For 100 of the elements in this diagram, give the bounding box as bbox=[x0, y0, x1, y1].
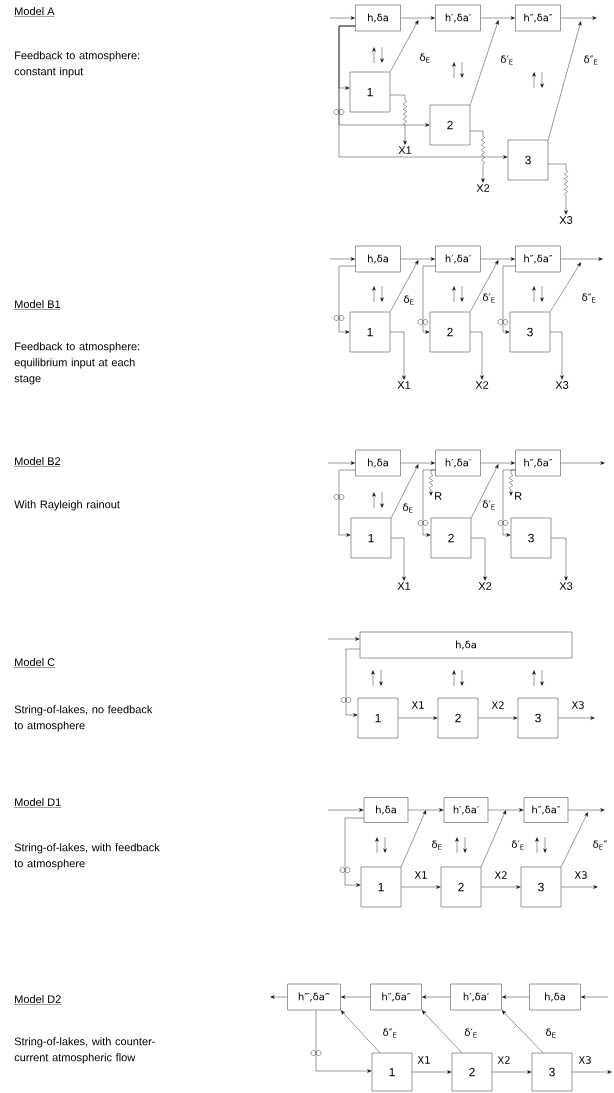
lake-box: 1 bbox=[349, 311, 391, 353]
edge-label: X2 bbox=[496, 1055, 512, 1065]
arrow bbox=[401, 885, 441, 889]
output-label: R bbox=[515, 492, 522, 500]
arrow bbox=[412, 1070, 452, 1074]
edge-label: X1 bbox=[410, 700, 426, 710]
model-title: Model D2 bbox=[14, 995, 62, 1005]
arrow bbox=[391, 464, 419, 518]
arrow bbox=[470, 331, 484, 380]
arrow bbox=[550, 331, 564, 380]
arrow bbox=[480, 257, 515, 261]
edge-label: δ$_{E}$″ bbox=[592, 839, 608, 851]
edge-label: δ′$_{E}$ bbox=[481, 499, 497, 511]
lake-box: 2 bbox=[437, 697, 479, 739]
edge-label: δ′$_{E}$ bbox=[481, 292, 497, 304]
arrow bbox=[390, 260, 419, 312]
arrow bbox=[478, 716, 518, 720]
arrow bbox=[329, 16, 355, 20]
arrow bbox=[401, 810, 426, 867]
edge-label: X3 bbox=[577, 1055, 593, 1065]
model-description: String-of-lakes, with feedback to atmosphere bbox=[14, 843, 160, 870]
arrow bbox=[329, 257, 355, 261]
arrow bbox=[327, 808, 364, 812]
arrow bbox=[501, 1010, 544, 1053]
arrow bbox=[470, 20, 499, 105]
arrow bbox=[480, 461, 515, 465]
model-description: With Rayleigh rainout bbox=[14, 500, 120, 511]
wavy-arrow bbox=[548, 163, 568, 215]
lake-box: 2 bbox=[451, 1052, 493, 1092]
arrow bbox=[341, 995, 371, 999]
atmosphere-box: h′,δa′ bbox=[450, 983, 502, 1011]
arrow bbox=[560, 16, 597, 20]
edge-label: δ$_{E}$ bbox=[403, 294, 415, 306]
edge-label: δ′$_{E}$ bbox=[510, 839, 526, 851]
arrow bbox=[560, 257, 603, 261]
lake-box: 1 bbox=[357, 697, 399, 739]
arrow bbox=[548, 21, 582, 140]
edge-label: δ$_{E}$ bbox=[402, 502, 414, 514]
atmosphere-box: h,δa bbox=[355, 4, 401, 32]
lake-box: 1 bbox=[371, 1052, 413, 1092]
arrow bbox=[391, 537, 406, 581]
lake-box: 3 bbox=[509, 311, 551, 353]
arrow bbox=[551, 537, 568, 581]
model-title: Model C bbox=[14, 657, 56, 668]
edge-label: X1 bbox=[413, 870, 429, 880]
arrow bbox=[471, 537, 487, 581]
arrow bbox=[390, 20, 419, 72]
edge-label: X3 bbox=[570, 700, 586, 710]
arrow bbox=[400, 257, 435, 261]
lake-box: 3 bbox=[517, 697, 559, 739]
arrow bbox=[270, 995, 288, 999]
output-label: X1 bbox=[397, 381, 411, 389]
atmosphere-box: h,δa bbox=[355, 245, 401, 273]
atmosphere-box: h,δa bbox=[355, 449, 401, 477]
atmosphere-box: h‴,δa‴ bbox=[287, 983, 341, 1011]
atmosphere-box: h,δa bbox=[363, 797, 409, 823]
atmosphere-box: h″,δa″ bbox=[515, 245, 561, 273]
arrow bbox=[502, 265, 516, 334]
atmosphere-box: h,δa bbox=[359, 631, 573, 659]
arrow bbox=[561, 885, 598, 889]
output-label: R bbox=[435, 492, 442, 500]
arrow bbox=[502, 995, 530, 999]
arrow bbox=[421, 1010, 463, 1053]
arrow bbox=[398, 716, 438, 720]
lake-box: 1 bbox=[350, 517, 392, 559]
atmosphere-box: h′,δa′ bbox=[443, 797, 489, 823]
arrow bbox=[572, 1070, 612, 1074]
arrow bbox=[422, 265, 436, 334]
output-label: X3 bbox=[555, 381, 569, 389]
arrow bbox=[315, 1010, 372, 1073]
edge-label: X3 bbox=[573, 870, 589, 880]
atmosphere-box: h,δa bbox=[529, 983, 581, 1011]
arrow bbox=[560, 461, 605, 465]
edge-label: δ″$_{E}$ bbox=[581, 292, 597, 304]
arrow bbox=[345, 648, 360, 717]
arrow bbox=[568, 808, 605, 812]
wavy-arrow bbox=[429, 469, 436, 496]
model-title: Model B1 bbox=[14, 299, 61, 310]
edge-label: X2 bbox=[493, 870, 509, 880]
output-label: X1 bbox=[398, 146, 412, 154]
lake-box: 2 bbox=[430, 517, 472, 559]
output-label: X3 bbox=[559, 582, 573, 590]
atmosphere-box: h′,δa′ bbox=[435, 245, 481, 273]
arrow bbox=[390, 331, 406, 380]
wavy-arrow bbox=[390, 94, 407, 145]
output-label: X3 bbox=[559, 216, 573, 224]
atmosphere-box: h″,δa″ bbox=[515, 449, 561, 477]
edge-label: δ$_{E}$ bbox=[545, 1027, 557, 1039]
edge-label: δ′$_{E}$ bbox=[463, 1027, 479, 1039]
atmosphere-box: h″,δa″ bbox=[370, 983, 422, 1011]
model-description: Feedback to atmosphere: equilibrium input at each stage bbox=[14, 342, 140, 385]
lake-box: 1 bbox=[349, 71, 391, 113]
arrow bbox=[400, 461, 435, 465]
arrow bbox=[344, 817, 364, 887]
model-description: String-of-lakes, with counter-current atmospheric flow bbox=[14, 1037, 155, 1064]
model-title: Model B2 bbox=[14, 456, 61, 467]
wavy-arrow bbox=[509, 469, 516, 496]
arrow bbox=[488, 808, 524, 812]
lake-box: 1 bbox=[360, 866, 402, 908]
edge-label: δ′$_{E}$ bbox=[499, 54, 515, 66]
